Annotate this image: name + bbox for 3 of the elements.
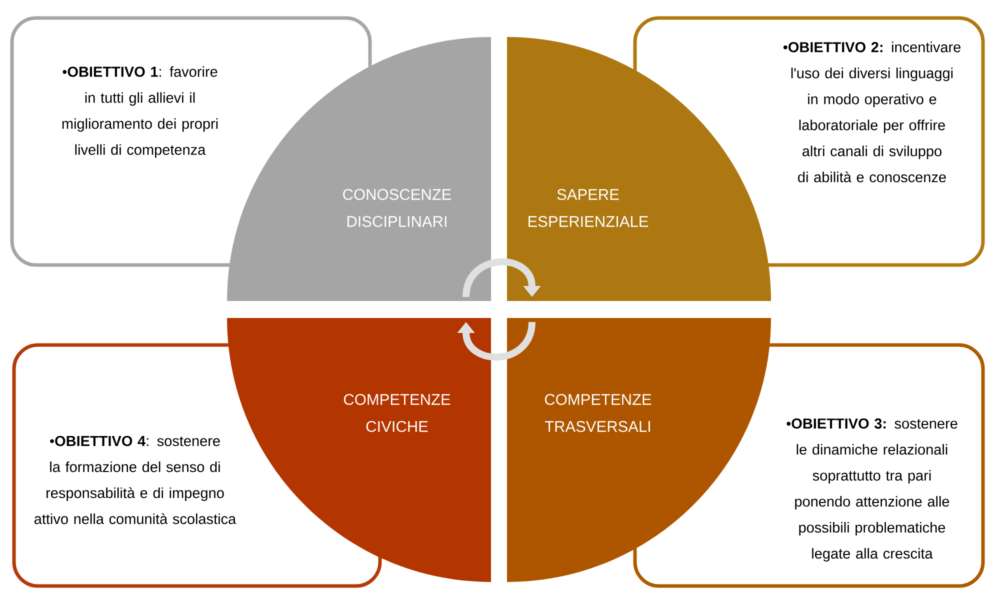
quadrant-sector: SAPERE ESPERIENZIALE: [507, 37, 771, 301]
quadrant-sector: CONOSCENZE DISCIPLINARI: [227, 37, 491, 301]
quadrant-sector: COMPETENZE TRASVERSALI: [507, 318, 771, 582]
